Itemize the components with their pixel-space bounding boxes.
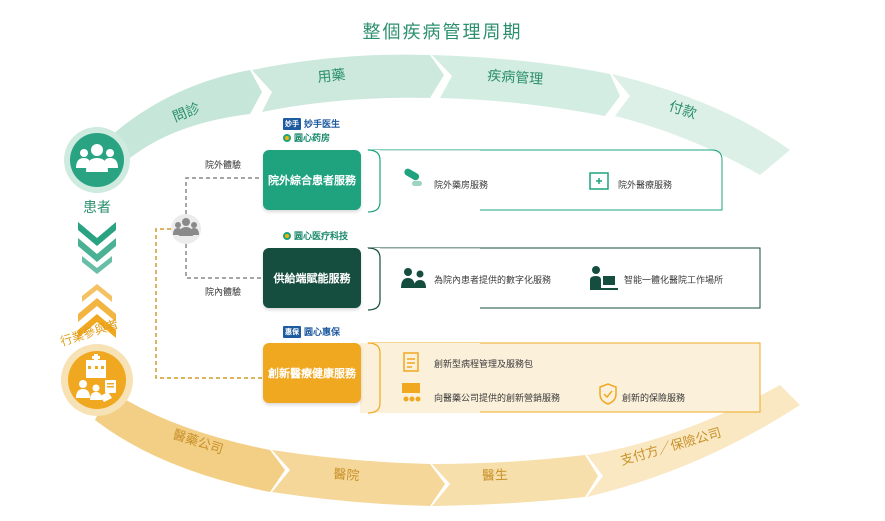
supply-side-enablement-box: 供給端賦能服務 [263, 248, 361, 308]
industry-people-icon [76, 380, 116, 402]
arc-label-doctor: 醫生 [482, 468, 509, 484]
shield-icon [599, 383, 617, 405]
clipboard-icon [403, 352, 419, 372]
top-arc-segment-3 [432, 55, 620, 116]
arc-label-medication: 用藥 [317, 67, 347, 86]
bottom-arc-segment-1 [95, 390, 285, 492]
top-arc-segment-4 [612, 74, 790, 175]
bottom-arc-segment-2 [272, 450, 445, 506]
top-arc-segment-2 [252, 54, 444, 112]
hospital-building-icon [86, 354, 106, 378]
arc-label-hospital: 醫院 [333, 467, 360, 484]
service-digital-inpatient: 為院內患者提供的數字化服務 [434, 276, 552, 286]
service-offline-medical: 院外醫療服務 [618, 181, 673, 191]
brand-logo-miaoshou: 妙手妙手医生 [283, 117, 341, 130]
brand-logo-yuanxin-huibao: 惠保圆心惠保 [283, 325, 341, 338]
service-smart-workplace: 智能一體化醫院工作場所 [624, 276, 724, 286]
outside-experience-label: 院外體驗 [205, 161, 242, 171]
innovative-health-services-box: 創新醫療健康服務 [263, 343, 361, 403]
diagram-title: 整個疾病管理周期 [362, 22, 523, 43]
flow-connectors [155, 177, 262, 379]
offline-patient-services-box: 院外綜合患者服務 [263, 150, 361, 210]
hospital-icon [589, 172, 609, 190]
workstation-icon [590, 266, 618, 290]
service-pharma-marketing: 向醫藥公司提供的創新營銷服務 [434, 394, 561, 404]
top-arc [112, 54, 790, 175]
presentation-icon [402, 383, 421, 402]
service-offline-pharmacy: 院外藥房服務 [434, 181, 489, 191]
inside-experience-label: 院內體驗 [205, 288, 242, 298]
bottom-arc-segment-4 [587, 385, 800, 497]
brand-logo-yuanxin-pharmacy: 圆心药房 [283, 131, 330, 144]
bottom-arc [95, 385, 800, 506]
bottom-arc-segment-3 [432, 455, 598, 506]
down-chevron-icon [78, 222, 116, 274]
service-disease-management-package: 創新型病程管理及服務包 [434, 360, 534, 370]
doctor-patient-icon [401, 268, 426, 288]
brand-logo-yuanxin-medtech: 圆心医疗科技 [283, 229, 348, 242]
people-icon [173, 218, 199, 236]
pills-icon [404, 168, 422, 186]
top-arc-segment-1 [112, 70, 262, 158]
patient-label: 患者 [83, 200, 111, 216]
patient-group-icon [76, 144, 118, 172]
arc-label-disease-management: 疾病管理 [487, 68, 544, 88]
up-chevron-icon [78, 284, 116, 338]
service-innovative-insurance: 創新的保險服務 [622, 394, 686, 404]
